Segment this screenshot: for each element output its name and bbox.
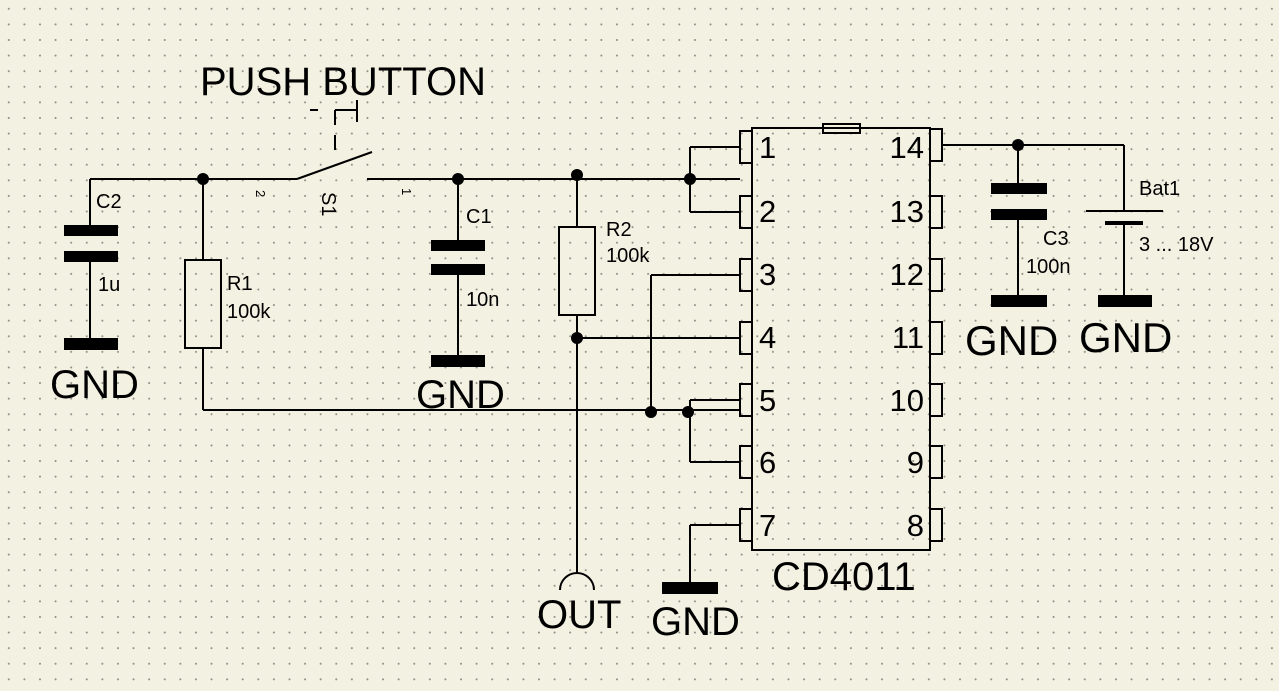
junction-node xyxy=(197,173,209,185)
ic-pin-label: 9 xyxy=(907,445,924,480)
ground-label: GND xyxy=(50,363,139,407)
capacitor-c3: C3 100n xyxy=(991,183,1071,278)
r1-value: 100k xyxy=(227,301,271,323)
push-button-switch: 2 S1 1 xyxy=(253,100,414,216)
capacitor-c1: C1 10n xyxy=(431,206,499,311)
ic-pin xyxy=(929,195,943,229)
junction-node xyxy=(1012,139,1024,151)
ground-label: GND xyxy=(1079,314,1172,361)
ground-symbol: GND xyxy=(416,355,505,417)
ic-pin-label: 8 xyxy=(907,508,924,543)
resistor-r1: R1 100k xyxy=(184,259,271,349)
ic-name: CD4011 xyxy=(772,555,916,599)
ic-pin xyxy=(739,258,753,292)
ic-cd4011: 1 2 3 4 5 6 7 14 13 12 11 10 9 8 CD4011 xyxy=(739,123,943,599)
ic-pin-label: 2 xyxy=(759,194,776,229)
c3-value: 100n xyxy=(1026,256,1071,278)
output-terminal: OUT xyxy=(537,572,621,637)
r2-value: 100k xyxy=(606,245,650,267)
ic-pin-label: 5 xyxy=(759,383,776,418)
switch-ref: S1 xyxy=(317,192,339,216)
ic-pin-label: 11 xyxy=(892,320,924,355)
ic-pin-label: 12 xyxy=(890,257,924,292)
c3-ref: C3 xyxy=(1043,228,1069,250)
output-label: OUT xyxy=(537,593,621,637)
ic-pin xyxy=(739,508,753,542)
ic-pin-label: 3 xyxy=(759,257,776,292)
ic-pin xyxy=(929,321,943,355)
ic-pin-label: 1 xyxy=(759,130,776,165)
c1-value: 10n xyxy=(466,289,499,311)
switch-pin-left: 2 xyxy=(253,190,268,197)
ic-pin xyxy=(739,321,753,355)
ground-symbol: GND xyxy=(651,582,740,644)
junction-node xyxy=(684,173,696,185)
r1-ref: R1 xyxy=(227,273,253,295)
ground-symbol: GND xyxy=(1079,295,1172,361)
ground-label: GND xyxy=(651,600,740,644)
ic-pin xyxy=(929,508,943,542)
ic-pin xyxy=(929,258,943,292)
bat1-value: 3 ... 18V xyxy=(1139,234,1214,256)
capacitor-c2: C2 1u xyxy=(64,191,122,296)
ic-pin xyxy=(739,383,753,417)
ground-label: GND xyxy=(965,317,1058,364)
junction-node xyxy=(571,332,583,344)
ic-pin xyxy=(929,128,943,162)
ic-pin-label: 6 xyxy=(759,445,776,480)
ic-pin xyxy=(929,445,943,479)
ic-pin xyxy=(739,195,753,229)
junction-node xyxy=(452,173,464,185)
ic-pin xyxy=(739,130,753,164)
ground-symbol: GND xyxy=(50,338,139,407)
c2-value: 1u xyxy=(98,274,120,296)
ic-pin xyxy=(739,445,753,479)
diagram-title: PUSH BUTTON xyxy=(200,60,486,104)
ic-pin-label: 4 xyxy=(759,320,776,355)
switch-pin-right: 1 xyxy=(399,188,414,195)
ic-pin-label: 13 xyxy=(890,194,924,229)
battery-bat1: Bat1 3 ... 18V xyxy=(1086,178,1214,256)
junction-node xyxy=(682,406,694,418)
ic-pin-label: 14 xyxy=(890,130,924,165)
ic-pin xyxy=(929,383,943,417)
c1-ref: C1 xyxy=(466,206,492,228)
ic-pin-label: 7 xyxy=(759,508,776,543)
junction-node xyxy=(645,406,657,418)
junction-node xyxy=(571,169,583,181)
ic-pin-label: 10 xyxy=(890,383,924,418)
r2-ref: R2 xyxy=(606,219,632,241)
ground-symbol: GND xyxy=(965,295,1058,364)
c2-ref: C2 xyxy=(96,191,122,213)
resistor-r2: R2 100k xyxy=(558,219,650,316)
junction-nodes xyxy=(197,139,1024,418)
bat1-ref: Bat1 xyxy=(1139,178,1180,200)
ground-label: GND xyxy=(416,373,505,417)
